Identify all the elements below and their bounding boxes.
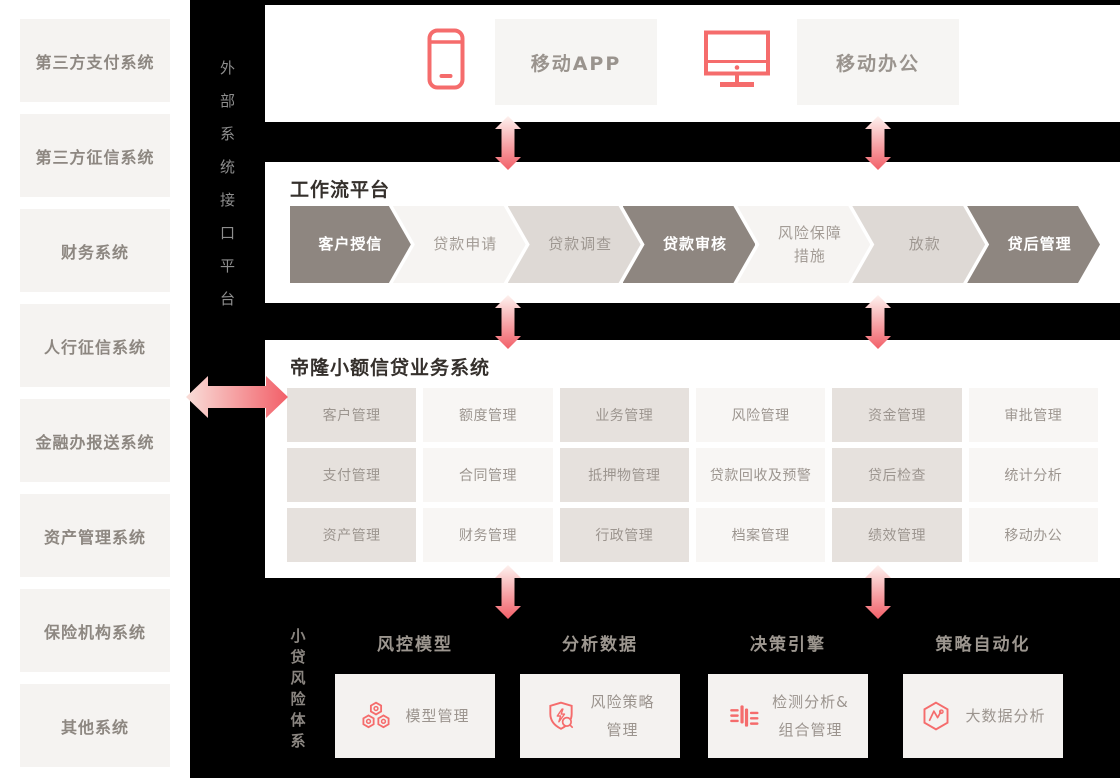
- module-tile: 移动办公: [968, 508, 1098, 562]
- risk-group-heading: 分析数据: [562, 635, 638, 655]
- external-system-item: 财务系统: [20, 209, 170, 292]
- vertical-double-arrow: [865, 295, 891, 349]
- workflow-step-label: 贷款调查: [548, 235, 613, 254]
- channel-label: 移动APP: [530, 52, 622, 75]
- module-tile: 业务管理: [559, 388, 689, 442]
- workflow-step: 风险保障 措施: [737, 206, 870, 283]
- business-system-panel: 帝隆小额信贷业务系统 客户管理 额度管理 业务管理 风险管理 资金管理 审批管理…: [265, 340, 1120, 578]
- module-tile: 行政管理: [559, 508, 689, 562]
- module-tile: 额度管理: [423, 388, 553, 442]
- risk-system-label: 小贷风险体系: [288, 628, 307, 754]
- workflow-step-label: 贷款申请: [433, 235, 498, 254]
- module-tile: 风险管理: [695, 388, 826, 442]
- external-system-item: 金融办报送系统: [20, 399, 170, 482]
- vertical-double-arrow: [495, 565, 521, 619]
- external-system-item: 第三方征信系统: [20, 114, 170, 197]
- workflow-title: 工作流平台: [290, 179, 391, 201]
- workflow-step: 贷后管理: [967, 206, 1100, 283]
- workflow-step-label: 风险保障 措施: [777, 224, 842, 265]
- external-system-item: 其他系统: [20, 684, 170, 767]
- module-tile: 客户管理: [287, 388, 417, 442]
- desktop-monitor-icon: [704, 30, 770, 87]
- channel-mobile-app: 移动APP: [495, 19, 657, 105]
- module-grid: 客户管理 额度管理 业务管理 风险管理 资金管理 审批管理 支付管理 合同管理 …: [287, 388, 1098, 562]
- workflow-step: 贷款审核: [623, 206, 756, 283]
- horizontal-double-arrow: [186, 376, 288, 418]
- module-tile: 抵押物管理: [559, 448, 689, 502]
- risk-group-box: 大数据分析: [903, 674, 1063, 758]
- interface-platform-label: 外部系统接口平台: [218, 60, 236, 324]
- risk-system-strip: 小贷风险体系: [283, 628, 313, 754]
- module-tile: 绩效管理: [832, 508, 962, 562]
- external-system-item: 人行征信系统: [20, 304, 170, 387]
- workflow-steps: 客户授信 贷款申请 贷款调查 贷款审核 风险保障 措施 放款 贷后管理: [290, 206, 1100, 283]
- workflow-panel: 工作流平台 客户授信 贷款申请 贷款调查 贷款审核 风险保障 措施 放款 贷后管…: [265, 162, 1120, 303]
- risk-group-heading: 决策引擎: [750, 635, 826, 655]
- risk-group-box: 模型管理: [335, 674, 495, 758]
- channel-mobile-office: 移动办公: [797, 19, 959, 105]
- risk-group-heading: 策略自动化: [935, 635, 1031, 655]
- mobile-phone-icon: [427, 28, 465, 90]
- module-tile: 合同管理: [423, 448, 553, 502]
- module-tile: 档案管理: [695, 508, 826, 562]
- model-cluster-icon: [362, 701, 390, 729]
- external-system-item: 资产管理系统: [20, 494, 170, 577]
- workflow-step: 贷款调查: [508, 206, 641, 283]
- module-tile: 贷后检查: [832, 448, 962, 502]
- module-tile: 支付管理: [287, 448, 417, 502]
- vertical-double-arrow: [495, 116, 521, 170]
- module-tile: 贷款回收及预警: [695, 448, 826, 502]
- external-system-item: 保险机构系统: [20, 589, 170, 672]
- risk-group-box: 检测分析& 组合管理: [708, 674, 868, 758]
- workflow-step-label: 放款: [908, 235, 941, 254]
- risk-group-box: 风险策略 管理: [520, 674, 680, 758]
- external-systems-panel: 第三方支付系统 第三方征信系统 财务系统 人行征信系统 金融办报送系统 资产管理…: [0, 0, 190, 778]
- shield-bolt-icon: [549, 701, 574, 730]
- channels-panel: 移动APP 移动办公: [265, 5, 1120, 122]
- risk-group-heading: 风控模型: [377, 635, 453, 655]
- module-tile: 统计分析: [968, 448, 1098, 502]
- vertical-double-arrow: [865, 116, 891, 170]
- workflow-step-label: 贷后管理: [1007, 235, 1072, 254]
- module-tile: 审批管理: [968, 388, 1098, 442]
- business-system-title: 帝隆小额信贷业务系统: [290, 357, 491, 379]
- hexagon-pulse-icon: [924, 701, 949, 731]
- workflow-step-label: 贷款审核: [663, 235, 728, 254]
- workflow-step: 放款: [852, 206, 985, 283]
- workflow-step-label: 客户授信: [318, 235, 383, 254]
- workflow-step: 客户授信: [290, 206, 411, 283]
- risk-group-label: 风险策略 管理: [590, 692, 655, 740]
- risk-group-label: 大数据分析: [965, 706, 1046, 725]
- risk-group-label: 检测分析& 组合管理: [772, 692, 849, 740]
- risk-group-label: 模型管理: [405, 706, 470, 725]
- external-system-item: 第三方支付系统: [20, 19, 170, 102]
- channel-label: 移动办公: [835, 52, 920, 75]
- vertical-double-arrow: [495, 295, 521, 349]
- equalizer-icon: [730, 705, 759, 727]
- module-tile: 财务管理: [423, 508, 553, 562]
- module-tile: 资金管理: [832, 388, 962, 442]
- workflow-step: 贷款申请: [393, 206, 526, 283]
- module-tile: 资产管理: [287, 508, 417, 562]
- vertical-double-arrow: [865, 565, 891, 619]
